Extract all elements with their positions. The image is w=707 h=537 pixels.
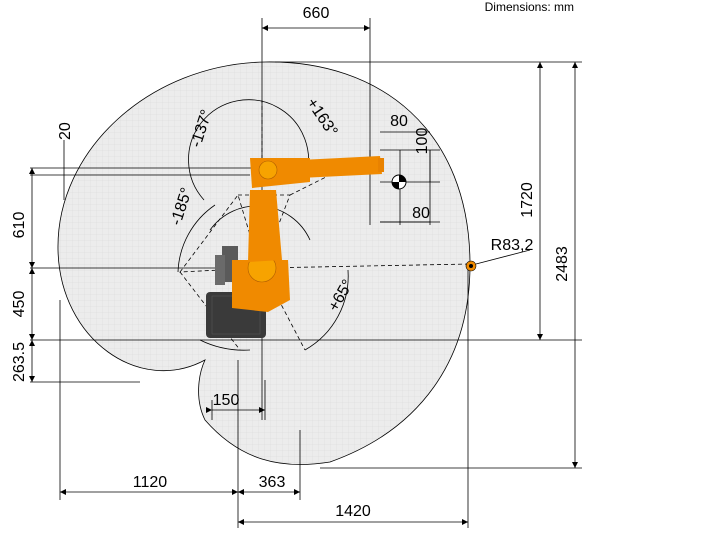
dim-1120: 1120: [133, 474, 168, 491]
dim-100: 100: [414, 128, 431, 155]
dim-263-5: 263.5: [11, 342, 28, 382]
flange-icon: [465, 260, 477, 272]
swing-arc-left: [177, 204, 216, 273]
dim-radius: R83,2: [491, 237, 534, 254]
dim-20: 20: [57, 122, 74, 140]
swing-arc-upper: [188, 99, 309, 201]
robot-elbow-joint: [258, 160, 278, 180]
dim-1420: 1420: [335, 503, 371, 520]
robot-lower-arm: [248, 190, 282, 262]
robot-arm: [232, 156, 384, 312]
extension-lines: [59, 18, 469, 528]
swing-arc-right: [304, 269, 349, 351]
dim-150: 150: [213, 392, 240, 409]
dim-80-bottom: 80: [412, 205, 430, 222]
dim-1720: 1720: [519, 182, 536, 218]
robot-turret: [232, 260, 290, 312]
robot-wrist: [378, 158, 384, 172]
dim-660: 660: [303, 5, 330, 22]
dim-363: 363: [259, 474, 286, 491]
swing-arc-lower: [199, 339, 251, 351]
dim-610: 610: [11, 212, 28, 239]
dim-2483: 2483: [554, 246, 571, 282]
dimension-lines: [31, 27, 576, 523]
robot-upper-arm: [300, 156, 382, 178]
tcp-marker: [391, 174, 407, 190]
dimension-ticks: [29, 25, 578, 525]
horizontal-lines: [30, 61, 582, 469]
dim-80-top: 80: [390, 113, 408, 130]
units-note: Dimensions: mm: [485, 0, 574, 14]
dim-450: 450: [11, 291, 28, 318]
